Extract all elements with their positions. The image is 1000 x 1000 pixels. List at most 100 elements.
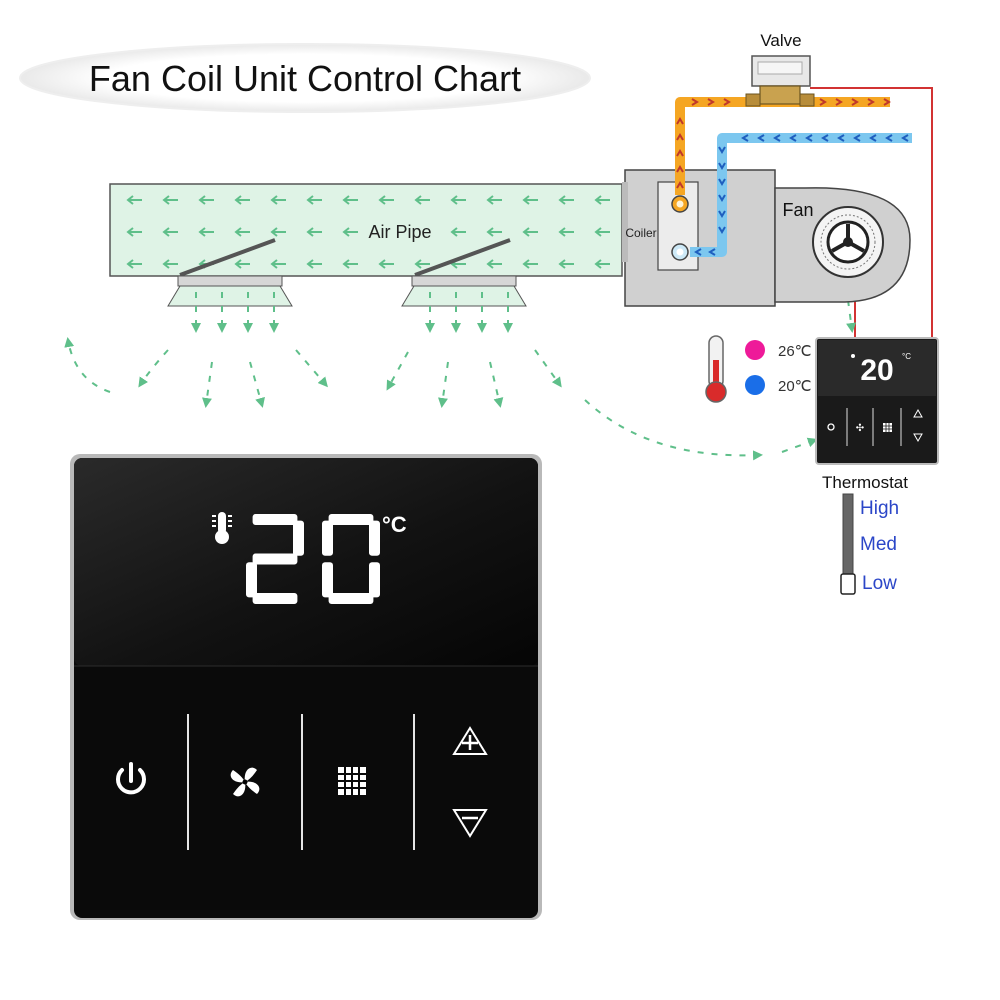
duct-arrow <box>270 259 286 269</box>
duct-arrow <box>378 259 394 269</box>
duct-arrow <box>342 195 358 205</box>
duct-arrow <box>522 259 538 269</box>
duct-arrow <box>162 259 178 269</box>
diffuser-right <box>401 275 527 307</box>
display-unit: °C <box>382 512 407 537</box>
cold-arrow <box>718 162 726 170</box>
hot-temp-label: 26℃ <box>778 343 812 360</box>
fan-icon[interactable] <box>230 767 260 797</box>
small-display-unit: °C <box>902 352 911 361</box>
duct-arrow <box>198 227 214 237</box>
grid-icon[interactable] <box>338 767 366 795</box>
hot-arrow <box>835 98 843 106</box>
duct-arrow <box>486 259 502 269</box>
digit-segment <box>252 553 298 565</box>
damper-right <box>414 238 511 277</box>
duct-airflow-arrows <box>126 195 610 269</box>
hot-arrow <box>691 98 699 106</box>
thermostat-label: Thermostat <box>822 473 908 492</box>
coil-housing <box>624 169 776 307</box>
cold-arrow <box>741 134 749 142</box>
cold-arrow <box>708 248 716 256</box>
fan-speed-high: High <box>860 498 899 519</box>
duct-arrow <box>198 195 214 205</box>
duct-arrow <box>558 259 574 269</box>
duct-arrow <box>126 227 142 237</box>
duct-arrow <box>486 227 502 237</box>
cold-arrow <box>757 134 765 142</box>
duct-arrow <box>522 195 538 205</box>
small-plus-icon[interactable] <box>913 408 923 418</box>
valve-icon <box>745 55 815 107</box>
fan-wheel-icon <box>812 206 884 278</box>
duct-arrow <box>450 227 466 237</box>
display-temperature-digits <box>246 514 380 604</box>
cold-arrow <box>789 134 797 142</box>
digit-segment <box>252 593 298 604</box>
duct-arrow <box>414 259 430 269</box>
duct-arrow <box>126 195 142 205</box>
fan-speed-knob <box>840 573 856 595</box>
digit-segment <box>322 562 333 598</box>
duct-arrow <box>162 195 178 205</box>
duct-arrow <box>234 227 250 237</box>
hot-arrow <box>676 133 684 141</box>
minus-icon[interactable] <box>452 809 488 838</box>
cold-arrow <box>718 210 726 218</box>
cold-arrow <box>869 134 877 142</box>
cold-arrow <box>718 226 726 234</box>
fan-label: Fan <box>782 200 813 220</box>
hot-arrow <box>676 181 684 189</box>
air-duct <box>109 183 623 277</box>
plus-icon[interactable] <box>452 726 488 755</box>
cold-arrow <box>694 248 702 256</box>
digit-segment <box>293 520 304 556</box>
duct-arrow <box>306 227 322 237</box>
duct-arrow <box>306 259 322 269</box>
hot-temp-dot <box>745 340 765 360</box>
air-pipe-label: Air Pipe <box>368 222 431 242</box>
cold-pipe-arrows <box>694 134 909 256</box>
fan-speed-med: Med <box>860 534 897 555</box>
duct-arrow <box>522 227 538 237</box>
duct-arrow <box>558 195 574 205</box>
duct-arrow <box>270 227 286 237</box>
duct-arrow <box>594 259 610 269</box>
duct-arrow <box>270 195 286 205</box>
cold-arrow <box>805 134 813 142</box>
small-power-icon[interactable] <box>827 423 835 431</box>
hot-arrow <box>723 98 731 106</box>
duct-arrow <box>234 259 250 269</box>
small-minus-icon[interactable] <box>913 433 923 443</box>
hot-arrow <box>676 149 684 157</box>
power-icon[interactable] <box>116 762 146 795</box>
cold-temp-dot <box>745 375 765 395</box>
digit-segment <box>369 562 380 598</box>
small-grid-icon[interactable] <box>883 423 892 432</box>
valve-label: Valve <box>760 31 801 50</box>
hot-arrow <box>851 98 859 106</box>
valve-control-wire <box>810 87 933 338</box>
hot-arrow <box>676 165 684 173</box>
duct-arrow <box>594 227 610 237</box>
hot-arrow <box>883 98 891 106</box>
duct-arrow <box>234 195 250 205</box>
small-display-temperature: 20 <box>860 354 893 387</box>
thermostat-small: 20 °C ✣ <box>815 337 939 465</box>
digit-segment <box>328 593 374 604</box>
cold-arrow <box>718 194 726 202</box>
small-fan-icon[interactable]: ✣ <box>856 423 864 434</box>
digit-segment <box>246 562 257 598</box>
cold-arrow <box>821 134 829 142</box>
hot-arrow <box>676 117 684 125</box>
thermostat-large: 20 °C <box>70 454 542 920</box>
hot-arrow <box>707 98 715 106</box>
duct-arrow <box>342 227 358 237</box>
duct-arrow <box>162 227 178 237</box>
duct-arrow <box>306 195 322 205</box>
fan-speed-indicator <box>840 493 856 595</box>
digit-segment <box>322 520 333 556</box>
duct-arrow <box>378 195 394 205</box>
